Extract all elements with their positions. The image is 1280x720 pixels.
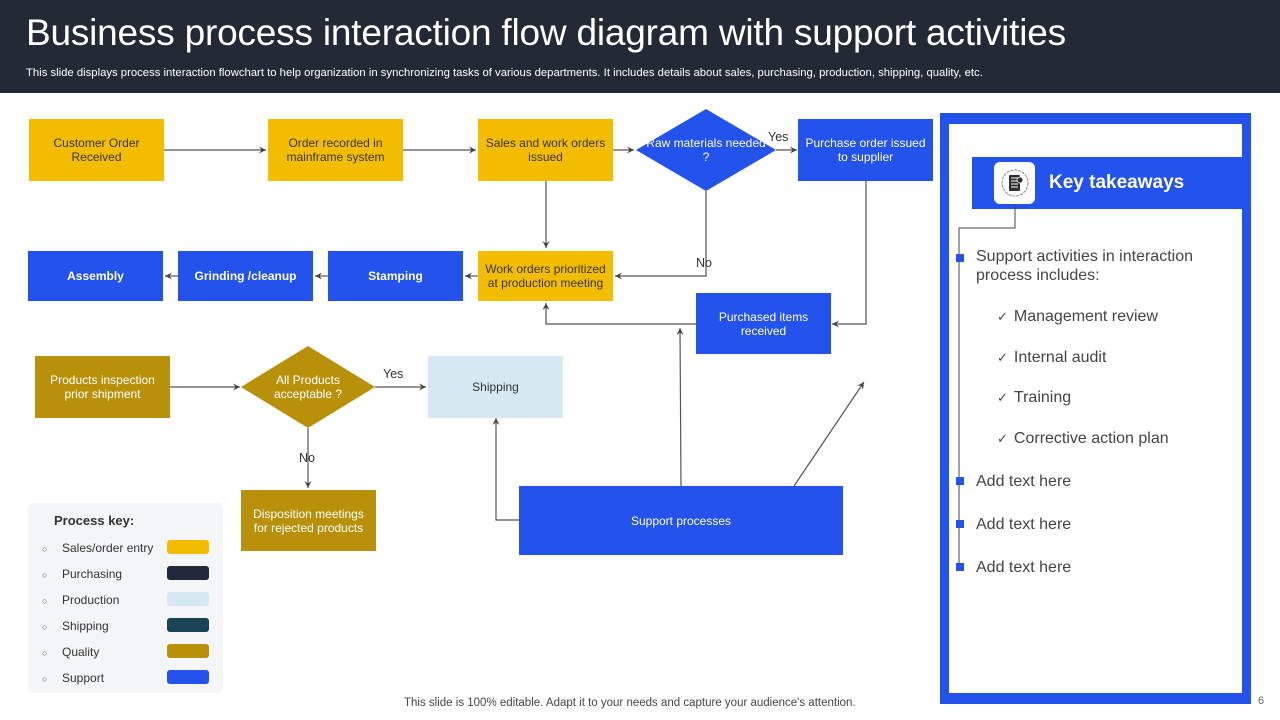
slide-subtitle: This slide displays process interaction … <box>26 67 983 79</box>
check-icon: ✓ <box>997 309 1008 324</box>
bullet-icon: ○ <box>42 648 48 658</box>
page-number: 6 <box>1258 695 1265 707</box>
takeaway-main-point: Support activities in interaction proces… <box>976 248 1193 284</box>
bullet-icon: ○ <box>42 570 48 580</box>
edge-purchase-to-received <box>832 181 867 328</box>
edge-support-to-received-line <box>676 327 684 487</box>
label-products-no: No <box>299 451 315 465</box>
node-purchased-items: Purchased items received <box>696 293 831 354</box>
legend-swatch-production <box>167 592 209 606</box>
bullet-icon: ○ <box>42 544 48 554</box>
node-grinding: Grinding /cleanup <box>178 251 313 301</box>
node-order-recorded: Order recorded in mainframe system <box>268 119 403 181</box>
check-icon: ✓ <box>997 390 1008 405</box>
check-icon: ✓ <box>997 431 1008 446</box>
bullet-icon: ○ <box>42 596 48 606</box>
node-stamping: Stamping <box>328 251 463 301</box>
bullet-square-icon <box>956 563 964 571</box>
node-support-processes: Support processes <box>519 486 843 555</box>
edge-raw-no-to-workorders <box>615 191 707 280</box>
bullet-icon: ○ <box>42 674 48 684</box>
legend-label: Support <box>62 671 105 685</box>
node-work-orders-prioritized: Work orders prioritized at production me… <box>478 251 613 301</box>
edge-support-to-shipping <box>492 418 519 521</box>
edge-support-diagonal <box>793 381 865 487</box>
bullet-icon: ○ <box>42 622 48 632</box>
node-sales-work-orders: Sales and work orders issued <box>478 119 613 181</box>
label-products-yes: Yes <box>383 367 404 381</box>
legend-label: Production <box>62 593 120 607</box>
document-list-icon <box>994 162 1035 204</box>
key-takeaways-panel <box>940 113 1251 704</box>
takeaway-extra-point: Add text here <box>976 516 1072 533</box>
node-customer-order: Customer Order Received <box>29 119 164 181</box>
check-icon: ✓ <box>997 350 1008 365</box>
legend-item-production: ○ Production <box>28 592 223 613</box>
legend-item-quality: ○ Quality <box>28 644 223 665</box>
legend-item-sales: ○ Sales/order entry <box>28 540 223 561</box>
footer-note: This slide is 100% editable. Adapt it to… <box>404 697 856 709</box>
legend-swatch-purchasing <box>167 566 209 580</box>
takeaway-extra-point: Add text here <box>976 559 1072 576</box>
node-raw-materials-decision: Raw materials needed ? <box>646 136 766 164</box>
edge-received-to-workorders <box>542 303 696 325</box>
decision-all-products-shape <box>241 346 375 428</box>
bullet-square-icon <box>956 520 964 528</box>
legend-swatch-shipping <box>167 618 209 632</box>
panel-inner <box>949 124 1242 693</box>
label-raw-yes: Yes <box>768 130 789 144</box>
legend-swatch-support <box>167 670 209 684</box>
legend-item-shipping: ○ Shipping <box>28 618 223 639</box>
label-raw-no: No <box>696 256 712 270</box>
legend-label: Quality <box>62 645 100 659</box>
bullet-square-icon <box>956 477 964 485</box>
bullet-square-icon <box>956 254 964 262</box>
node-products-inspection: Products inspection prior shipment <box>35 356 170 418</box>
legend-label: Shipping <box>62 619 109 633</box>
legend-label: Sales/order entry <box>62 541 154 555</box>
slide-title: Business process interaction flow diagra… <box>26 12 1066 53</box>
node-all-products-decision: All Products acceptable ? <box>273 373 343 401</box>
decision-raw-materials-shape <box>636 109 776 191</box>
takeaway-extra-point: Add text here <box>976 473 1072 490</box>
key-takeaways-title: Key takeaways <box>1049 172 1185 193</box>
node-disposition: Disposition meetings for rejected produc… <box>241 490 376 551</box>
node-shipping: Shipping <box>428 356 563 418</box>
legend-item-purchasing: ○ Purchasing <box>28 566 223 587</box>
takeaway-check-item: ✓Management review <box>997 308 1158 325</box>
legend-label: Purchasing <box>62 567 123 581</box>
takeaway-check-item: ✓Internal audit <box>997 349 1107 366</box>
takeaway-check-item: ✓Training <box>997 389 1072 406</box>
node-assembly: Assembly <box>28 251 163 301</box>
slide-header: Business process interaction flow diagra… <box>0 0 1280 93</box>
node-purchase-order: Purchase order issued to supplier <box>798 119 933 181</box>
process-key-legend: Process key: ○ Sales/order entry ○ Purch… <box>28 503 223 693</box>
takeaway-check-item: ✓Corrective action plan <box>997 430 1169 447</box>
legend-swatch-sales <box>167 540 209 554</box>
legend-swatch-quality <box>167 644 209 658</box>
legend-item-support: ○ Support <box>28 670 223 691</box>
legend-title: Process key: <box>54 513 135 528</box>
